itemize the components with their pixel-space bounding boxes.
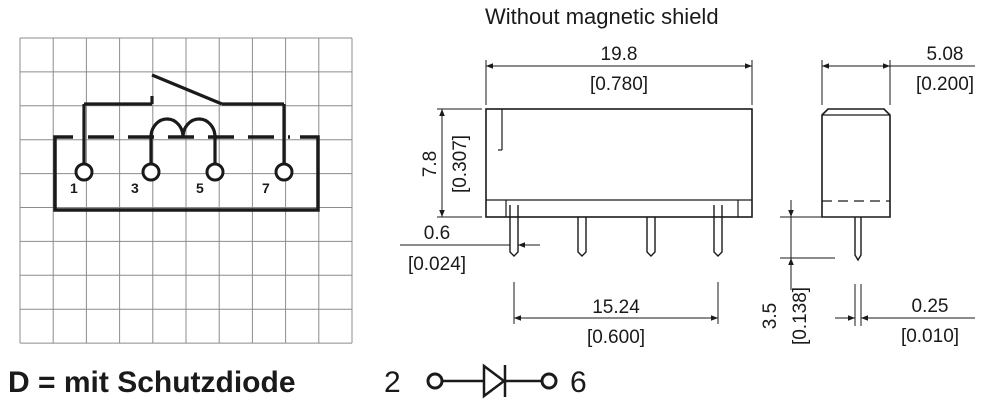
front-view: 19.8 [0.780] 7.8 [0.307] 0.6 [0.024] 15.… (400, 44, 753, 348)
dim-pin-length-in: [0.138] (790, 287, 811, 345)
pin-circle-1 (74, 162, 94, 182)
dim-height-mm: 7.8 (420, 151, 441, 177)
switch-arm (151, 73, 223, 106)
dim-pin-width-mm: 0.25 (912, 296, 949, 317)
schematic-panel: 1 3 5 7 (19, 37, 353, 344)
dim-width-in: [0.200] (916, 74, 974, 95)
legend-pin-right: 6 (570, 366, 587, 399)
pin-circle-7 (274, 162, 294, 182)
pin-label-3: 3 (131, 180, 139, 196)
pin-label-5: 5 (196, 180, 204, 196)
pin-circle-5 (205, 162, 225, 182)
side-view: 5.08 [0.200] 3.5 [0.138] 0.25 [0.010] (760, 44, 975, 347)
dim-height-in: [0.307] (450, 135, 471, 193)
dim-length-in: [0.780] (590, 74, 648, 95)
relay-body-front (485, 108, 753, 218)
pin-label-7: 7 (262, 180, 270, 196)
pin-label-1: 1 (70, 180, 78, 196)
pin-circle-3 (141, 162, 161, 182)
dim-length-mm: 19.8 (601, 44, 638, 65)
dim-pin-thickness-mm: 0.6 (424, 223, 450, 244)
dim-pin-width-in: [0.010] (901, 326, 959, 347)
housing-outline (53, 135, 320, 212)
drawing-title: Without magnetic shield (485, 4, 719, 29)
front-pins (509, 205, 723, 257)
legend-pin-left: 2 (384, 366, 401, 399)
diode-symbol (482, 363, 507, 399)
dim-pin-thickness-in: [0.024] (408, 254, 466, 275)
diode-legend: D = mit Schutzdiode 2 6 (8, 363, 587, 399)
dim-pin-length-mm: 3.5 (760, 303, 781, 329)
legend-text: D = mit Schutzdiode (8, 366, 296, 399)
dim-pin-spacing-mm: 15.24 (592, 297, 640, 318)
coil-symbol (149, 117, 217, 172)
dim-width-mm: 5.08 (927, 44, 964, 65)
dim-pin-spacing-in: [0.600] (587, 327, 645, 348)
